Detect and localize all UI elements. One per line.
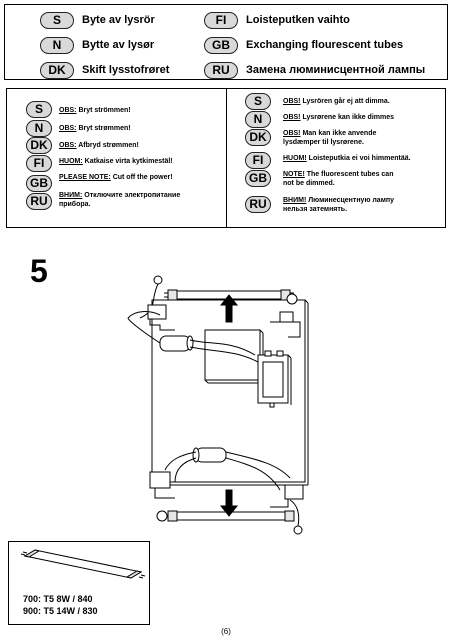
warn-text-line2: not be dimmed.: [283, 180, 335, 187]
bottom-lamp-holder: [195, 447, 227, 463]
warn-left-badge-fi: FI: [26, 155, 52, 172]
header-row-dk: DK Skift lysstofrøret: [40, 61, 169, 79]
warn-label: OBS:: [59, 107, 77, 114]
label-plate: [204, 329, 261, 381]
warn-right-badge-gb: GB: [245, 170, 271, 187]
warn-right-badge-s: S: [245, 93, 271, 110]
warn-text: Loisteputkia ei voi himmentää.: [308, 155, 411, 162]
warn-left-badge-dk: DK: [26, 137, 52, 154]
warn-text: Cut off the power!: [112, 174, 173, 181]
warn-left-badge-gb: GB: [26, 175, 52, 192]
header-title-fi: Loisteputken vaihto: [246, 14, 350, 26]
warn-text: Katkaise virta kytkimestäl!: [84, 158, 173, 165]
warn-right-badge-n: N: [245, 111, 271, 128]
header-title-gb: Exchanging flourescent tubes: [246, 39, 404, 51]
warnings-divider: [226, 88, 227, 228]
warn-right-badge-dk: DK: [245, 129, 271, 146]
warn-left-dk: OBS: Afbryd strømmen!: [59, 141, 139, 150]
lang-badge-n: N: [40, 36, 74, 54]
lang-badge-s: S: [40, 11, 74, 29]
tube-spec-box: 700: T5 8W / 840 900: T5 14W / 830: [8, 541, 150, 625]
lang-badge-ru: RU: [204, 61, 238, 79]
ballast: [257, 350, 292, 408]
fluorescent-tube-icon: [20, 549, 146, 579]
warn-label: OBS:: [59, 142, 77, 149]
warn-label: NOTE!: [283, 171, 305, 178]
warn-text: Afbryd strømmen!: [78, 142, 139, 149]
warn-label: OBS!: [283, 130, 301, 137]
warn-label: ВНИМ:: [59, 192, 83, 199]
top-lamp-holder: [159, 335, 191, 352]
header-row-gb: GB Exchanging flourescent tubes: [204, 36, 403, 54]
warn-text: Bryt strømmen!: [78, 125, 131, 132]
header-title-ru: Замена люминисцентной лампы: [246, 64, 426, 76]
warn-left-badge-s: S: [26, 101, 52, 118]
tube-spec-900: 900: T5 14W / 830: [23, 606, 98, 616]
warn-left-badge-n: N: [26, 120, 52, 137]
arrow-down-icon: [219, 489, 239, 517]
warn-text-line2: нельзя затемнять.: [283, 206, 348, 213]
warn-right-n: OBS! Lysrørene kan ikke dimmes: [283, 113, 394, 122]
warn-left-ru: ВНИМ: Отключите электропитание прибора.: [59, 191, 180, 209]
header-row-n: N Bytte av lysør: [40, 36, 154, 54]
step-number: 5: [30, 253, 48, 289]
lang-badge-gb: GB: [204, 36, 238, 54]
warn-text: Lysrørene kan ikke dimmes: [302, 114, 395, 121]
header-title-n: Bytte av lysør: [82, 39, 155, 51]
warn-label: HUOM!: [283, 155, 307, 162]
warn-right-dk: OBS! Man kan ikke anvende lysdæmper til l…: [283, 129, 376, 147]
warn-text: Люминесцентную лампу: [308, 197, 395, 204]
lang-badge-dk: DK: [40, 61, 74, 79]
warn-label: OBS!: [283, 98, 301, 105]
warn-left-gb: PLEASE NOTE: Cut off the power!: [59, 173, 173, 182]
page-number: (6): [221, 627, 231, 636]
warn-left-n: OBS: Bryt strømmen!: [59, 124, 131, 133]
warn-label: PLEASE NOTE:: [59, 174, 111, 181]
warn-text-line2: прибора.: [59, 201, 91, 208]
arrow-up-icon: [219, 294, 239, 323]
warn-text: Bryt strömmen!: [78, 107, 131, 114]
warn-text-line2: lysdæmper til lysrørene.: [283, 139, 364, 146]
lang-badge-fi: FI: [204, 11, 238, 29]
warn-right-gb: NOTE! The fluorescent tubes can not be di…: [283, 170, 393, 188]
header-row-s: S Byte av lysrör: [40, 11, 155, 29]
header-title-dk: Skift lysstofrøret: [82, 64, 170, 76]
tube-spec-700: 700: T5 8W / 840: [23, 594, 93, 604]
warn-right-ru: ВНИМ! Люминесцентную лампу нельзя затемня…: [283, 196, 394, 214]
warn-text: Отключите электропитание: [84, 192, 181, 199]
warn-label: OBS:: [59, 125, 77, 132]
warn-left-s: OBS: Bryt strömmen!: [59, 106, 131, 115]
warn-text: Man kan ikke anvende: [302, 130, 377, 137]
warn-right-fi: HUOM! Loisteputkia ei voi himmentää.: [283, 154, 411, 163]
warn-label: ВНИМ!: [283, 197, 307, 204]
warn-right-s: OBS! Lysrören går ej att dimma.: [283, 97, 390, 106]
warn-right-badge-ru: RU: [245, 196, 271, 213]
warn-text: Lysrören går ej att dimma.: [302, 98, 390, 105]
header-row-fi: FI Loisteputken vaihto: [204, 11, 350, 29]
warn-label: OBS!: [283, 114, 301, 121]
header-title-s: Byte av lysrör: [82, 14, 155, 26]
warn-right-badge-fi: FI: [245, 152, 271, 169]
warn-label: HUOM:: [59, 158, 83, 165]
header-row-ru: RU Замена люминисцентной лампы: [204, 61, 425, 79]
warn-left-fi: HUOM: Katkaise virta kytkimestäl!: [59, 157, 173, 166]
warn-text: The fluorescent tubes can: [306, 171, 394, 178]
warn-left-badge-ru: RU: [26, 193, 52, 210]
